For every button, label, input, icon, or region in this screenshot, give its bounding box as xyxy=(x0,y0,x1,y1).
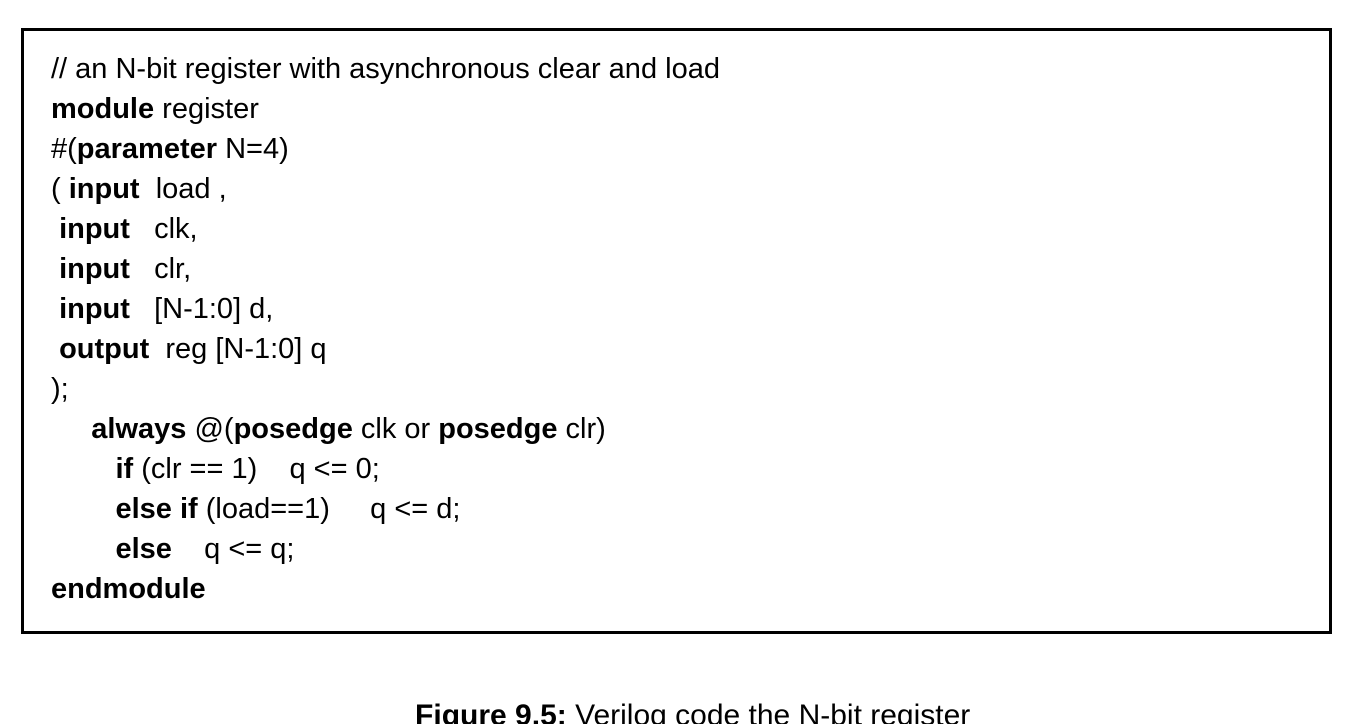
code-line: // an N-bit register with asynchronous c… xyxy=(51,49,1319,89)
code-line: else q <= q; xyxy=(51,529,1319,569)
verilog-keyword: else xyxy=(115,533,172,565)
code-text: (load==1) q <= d; xyxy=(197,493,461,525)
code-text: clr) xyxy=(557,413,606,445)
verilog-keyword: else if xyxy=(115,493,198,525)
verilog-keyword: input xyxy=(59,213,130,245)
code-text: N=4) xyxy=(217,133,289,165)
figure-caption: Figure 9.5: Verilog code the N-bit regis… xyxy=(0,662,1352,724)
code-line: ( input load , xyxy=(51,169,1319,209)
code-text xyxy=(51,453,115,485)
code-line: output reg [N-1:0] q xyxy=(51,329,1319,369)
code-text xyxy=(51,493,115,525)
code-line: input [N-1:0] d, xyxy=(51,289,1319,329)
verilog-keyword: input xyxy=(59,293,130,325)
code-text: #( xyxy=(51,133,77,165)
verilog-keyword: posedge xyxy=(438,413,558,445)
code-text: register xyxy=(154,93,259,125)
verilog-keyword: parameter xyxy=(76,133,218,165)
figure-caption-label: Figure 9.5: xyxy=(415,699,567,724)
code-text xyxy=(51,213,59,245)
verilog-code-box: // an N-bit register with asynchronous c… xyxy=(21,28,1332,634)
code-text: ); xyxy=(51,373,69,405)
verilog-keyword: if xyxy=(115,453,134,485)
figure-caption-text: Verilog code the N-bit register xyxy=(566,699,971,724)
code-line: input clr, xyxy=(51,249,1319,289)
code-text: reg [N-1:0] q xyxy=(149,333,327,365)
verilog-keyword: module xyxy=(51,93,155,125)
verilog-keyword: always xyxy=(91,413,187,445)
code-text xyxy=(51,333,59,365)
code-text xyxy=(51,293,59,325)
code-text xyxy=(51,253,59,285)
code-text: ( xyxy=(51,173,69,205)
code-line: if (clr == 1) q <= 0; xyxy=(51,449,1319,489)
code-line: else if (load==1) q <= d; xyxy=(51,489,1319,529)
code-text: @( xyxy=(186,413,234,445)
code-text: (clr == 1) q <= 0; xyxy=(133,453,380,485)
code-line: ); xyxy=(51,369,1319,409)
code-text: q <= q; xyxy=(171,533,295,565)
verilog-keyword: output xyxy=(59,333,150,365)
code-text: clk or xyxy=(352,413,439,445)
code-text xyxy=(51,533,115,565)
code-text: [N-1:0] d, xyxy=(129,293,274,325)
code-text: clr, xyxy=(129,253,192,285)
verilog-keyword: posedge xyxy=(233,413,353,445)
code-text: clk, xyxy=(129,213,198,245)
verilog-keyword: input xyxy=(59,253,130,285)
code-line: input clk, xyxy=(51,209,1319,249)
verilog-keyword: input xyxy=(68,173,140,205)
code-line: always @(posedge clk or posedge clr) xyxy=(51,409,1319,449)
code-text xyxy=(51,413,91,445)
code-text: load , xyxy=(139,173,227,205)
verilog-code-listing: // an N-bit register with asynchronous c… xyxy=(24,31,1329,609)
verilog-keyword: endmodule xyxy=(51,573,206,605)
code-line: endmodule xyxy=(51,569,1319,609)
code-line: #(parameter N=4) xyxy=(51,129,1319,169)
code-text: // an N-bit register with asynchronous c… xyxy=(51,53,720,85)
code-line: module register xyxy=(51,89,1319,129)
